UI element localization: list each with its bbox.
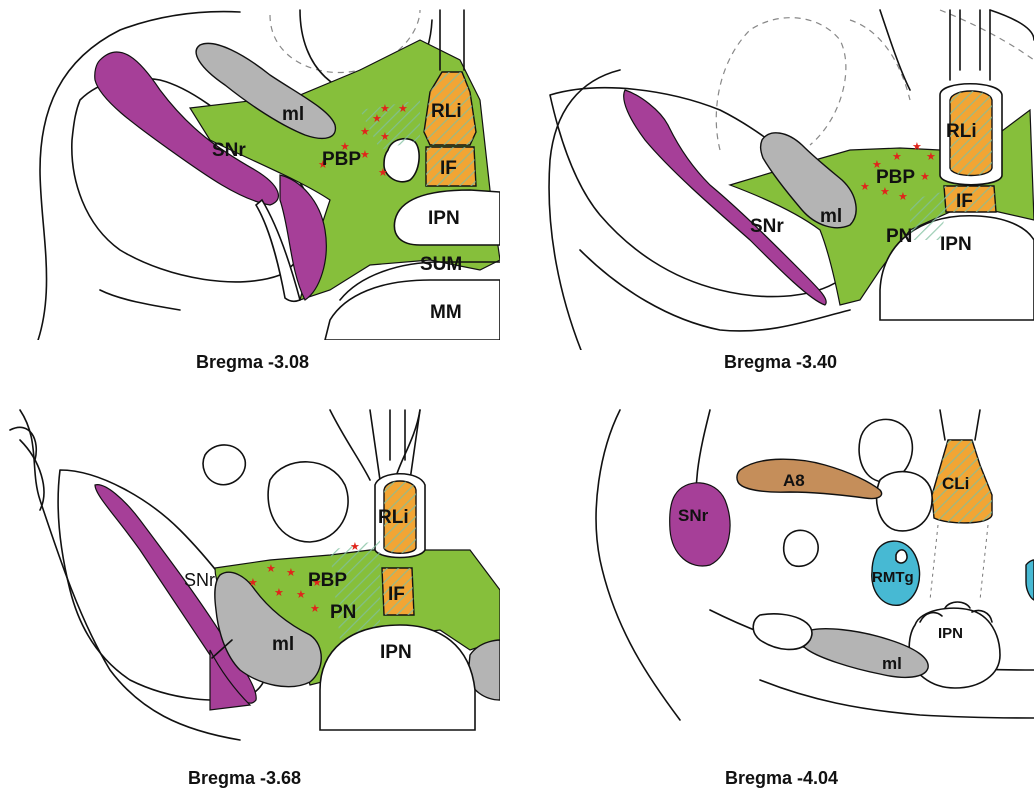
dashed-boundary — [716, 18, 846, 150]
midline-tube — [940, 410, 980, 440]
label-rmtg: RMTg — [872, 569, 914, 586]
star-marker: ★ — [286, 567, 296, 579]
label-snr: SNr — [212, 140, 246, 161]
white-blob-1 — [203, 445, 245, 485]
panel-bregma-3-68: ★ ★ ★ ★ ★ ★ ★ ★ RLi PBP SNr PN IF ml IPN — [0, 400, 500, 750]
label-pn: PN — [330, 602, 356, 623]
star-marker: ★ — [378, 167, 388, 179]
label-if: IF — [440, 158, 457, 179]
star-marker: ★ — [860, 181, 870, 193]
star-marker: ★ — [360, 149, 370, 161]
ml-region — [801, 629, 928, 678]
label-mm: MM — [430, 302, 462, 323]
star-marker: ★ — [380, 103, 390, 115]
label-pbp: PBP — [322, 149, 361, 170]
label-if: IF — [388, 584, 405, 605]
star-marker: ★ — [248, 577, 258, 589]
star-marker: ★ — [926, 151, 936, 163]
star-marker: ★ — [380, 131, 390, 143]
star-marker: ★ — [310, 603, 320, 615]
dashed-boundary-2 — [850, 10, 1034, 100]
midline-tube — [950, 10, 990, 80]
caption-bregma-3-08: Bregma -3.08 — [196, 352, 309, 373]
label-rli: RLi — [946, 121, 977, 142]
label-ipn: IPN — [940, 234, 972, 255]
outer-contour — [596, 410, 680, 720]
star-marker: ★ — [912, 141, 922, 153]
star-marker: ★ — [360, 126, 370, 138]
label-pbp: PBP — [876, 167, 915, 188]
label-ipn: IPN — [380, 642, 412, 663]
rmtg-hole — [896, 550, 907, 563]
label-a8: A8 — [783, 471, 805, 490]
a8-region — [737, 459, 882, 498]
label-pbp: PBP — [308, 570, 347, 591]
label-ml: ml — [272, 634, 294, 655]
star-marker: ★ — [898, 191, 908, 203]
panel-bregma-4-04: A8 CLi SNr RMTg IPN ml — [560, 400, 1034, 760]
cyan-region-right — [1026, 560, 1034, 600]
label-rli: RLi — [431, 101, 462, 122]
ipn-outline — [320, 625, 475, 730]
label-snr: SNr — [750, 216, 784, 237]
label-ipn: IPN — [938, 625, 963, 642]
white-blob-2 — [784, 530, 819, 566]
outer-contour — [549, 70, 620, 350]
star-marker: ★ — [266, 563, 276, 575]
star-marker: ★ — [892, 151, 902, 163]
label-snr: SNr — [678, 506, 709, 525]
lower-contour — [100, 290, 180, 310]
label-if: IF — [956, 191, 973, 212]
star-marker: ★ — [296, 589, 306, 601]
caption-bregma-3-68: Bregma -3.68 — [188, 768, 301, 789]
lower-contour-2 — [760, 680, 1034, 718]
midline-tube — [370, 410, 420, 480]
label-ml: ml — [820, 206, 842, 227]
label-ipn: IPN — [428, 208, 460, 229]
white-blob-2 — [268, 462, 348, 542]
star-marker: ★ — [350, 541, 360, 553]
white-curve — [753, 614, 812, 650]
label-ml: ml — [882, 654, 902, 673]
star-marker: ★ — [398, 103, 408, 115]
panel-bregma-3-08: ★ ★ ★ ★ ★ ★ ★ ★ ★ ml SNr PBP RLi IF IPN … — [0, 0, 500, 340]
white-blob-3 — [876, 472, 932, 531]
caption-bregma-4-04: Bregma -4.04 — [725, 768, 838, 789]
label-rli: RLi — [378, 507, 409, 528]
label-pn: PN — [886, 226, 912, 247]
caption-bregma-3-40: Bregma -3.40 — [724, 352, 837, 373]
star-marker: ★ — [920, 171, 930, 183]
ipn-outline — [909, 608, 1000, 688]
dotted-line-1 — [930, 525, 988, 600]
label-cli: CLi — [942, 474, 969, 493]
star-marker: ★ — [274, 587, 284, 599]
label-ml: ml — [282, 104, 304, 125]
label-sum: SUM — [420, 254, 462, 275]
panel-bregma-3-40: ★ ★ ★ ★ ★ ★ ★ ★ RLi PBP IF ml SNr PN IPN — [520, 0, 1034, 350]
label-snr: SNr — [184, 570, 215, 590]
